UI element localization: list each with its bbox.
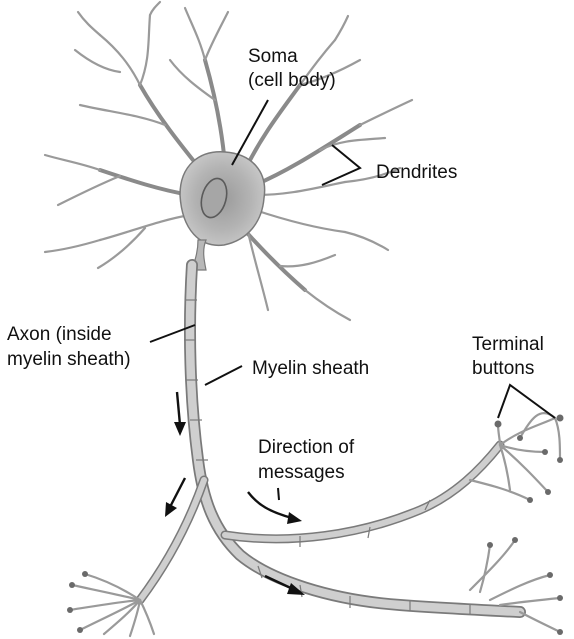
soma (180, 152, 265, 245)
myelin-leader-line (205, 366, 242, 385)
terminal-buttons-sublabel: buttons (472, 358, 534, 379)
terminal-buttons-label: Terminal (472, 334, 544, 355)
soma-sublabel: (cell body) (248, 70, 336, 91)
dendrites-label: Dendrites (376, 162, 457, 183)
direction-sublabel: messages (258, 462, 345, 483)
terminal-branch-lower-right (470, 537, 563, 635)
direction-label: Direction of (258, 437, 355, 458)
myelin-sheath-label: Myelin sheath (252, 358, 369, 379)
soma-leader-line (232, 100, 268, 165)
direction-arrow-2 (165, 478, 185, 517)
terminal-branch-left (67, 571, 154, 636)
axon-label: Axon (inside (7, 324, 112, 345)
direction-arrow-1 (174, 392, 186, 436)
direction-arrow-3 (248, 492, 302, 524)
soma-label: Soma (248, 46, 298, 67)
axon (140, 240, 520, 615)
direction-leader-line (278, 488, 279, 500)
axon-sublabel: myelin sheath) (7, 349, 131, 370)
dendrites-leader-lines (322, 145, 360, 185)
